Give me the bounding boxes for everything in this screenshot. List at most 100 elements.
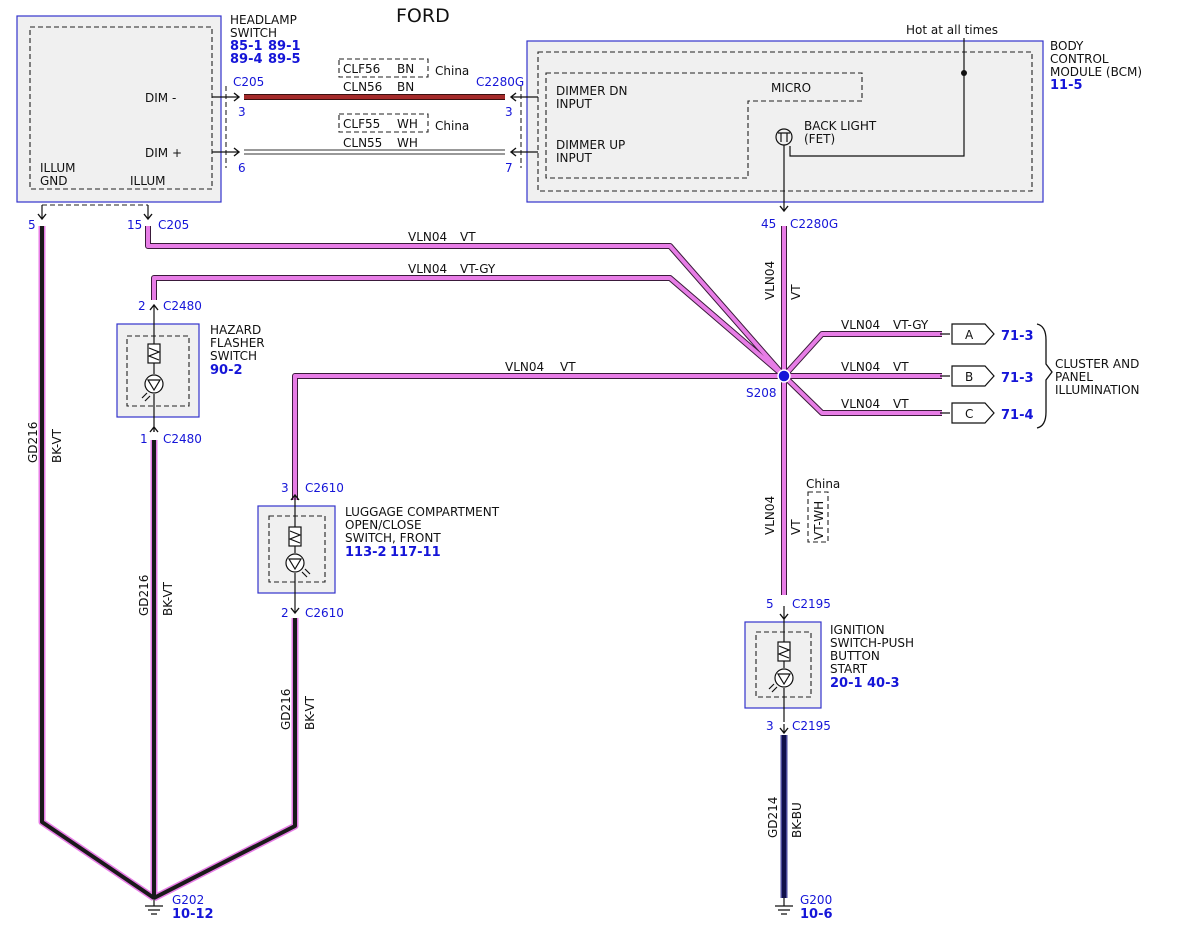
c2480-bottom: C2480 [163,432,202,446]
pin-6: 6 [238,161,246,175]
illum-gnd-label-1: ILLUM [40,161,75,175]
dimmer-up-2: INPUT [556,151,593,165]
bcm-color: VT [789,284,803,300]
pin-15: 15 [127,218,142,232]
pin-2-b: 2 [281,606,289,620]
cln55-label: CLN55 [343,136,382,150]
c2280g-bottom: C2280G [790,217,838,231]
bcm-title-2: CONTROL [1050,52,1109,66]
bcm-title-3: MODULE (BCM) [1050,65,1142,79]
bcm-title-1: BODY [1050,39,1084,53]
body-control-module: BODY CONTROL MODULE (BCM) 11-5 Hot at al… [526,23,1142,213]
illum-label: ILLUM [130,174,165,188]
ignition-switch: IGNITION SWITCH-PUSH BUTTON START 20-1 4… [744,606,914,735]
hazard-label-3: SWITCH [210,349,257,363]
bkvt-a: BK-VT [50,428,64,463]
ign-china: China [806,477,840,491]
pin-3-d: 3 [766,719,774,733]
dim-minus-label: DIM - [145,91,176,105]
illum-gnd-label-2: GND [40,174,68,188]
pin-3-b: 3 [505,105,513,119]
ign-circuit: VLN04 [763,496,777,535]
violet-harness [145,226,942,595]
connector-c-letter: C [965,407,973,421]
connector-c-icon [951,402,995,424]
backlight-label-2: (FET) [804,132,835,146]
cluster-label-3: ILLUMINATION [1055,383,1140,397]
connector-b-letter: B [965,370,973,384]
bcm-circuit: VLN04 [763,261,777,300]
top-circuit: VLN04 [408,230,447,244]
hazard-ref: 90-2 [210,363,243,378]
clf55-label: CLF55 [343,117,380,131]
hot-at-all-times: Hot at all times [906,23,998,37]
a-circuit: VLN04 [841,318,880,332]
connector-b-icon [951,365,995,387]
gy-color: VT-GY [460,262,496,276]
ign-color: VT [789,519,803,535]
headlamp-title-2: SWITCH [230,26,277,40]
luggage-ref-1: 113-2 [345,545,387,560]
pin-45: 45 [761,217,776,231]
b-color: VT [893,360,909,374]
a-color: VT-GY [893,318,929,332]
pin-3-c: 3 [281,481,289,495]
cluster-label-2: PANEL [1055,370,1093,384]
c2610-top: C2610 [305,481,344,495]
headlamp-switch: HEADLAMP SWITCH 85-1 89-1 89-4 89-5 DIM … [16,13,301,203]
bn-label-1: BN [397,62,414,76]
bcm-ref: 11-5 [1050,78,1083,93]
c2610-bottom: C2610 [305,606,344,620]
c2195-bottom: C2195 [792,719,831,733]
ground-wires [37,205,793,915]
gd216-a: GD216 [26,422,40,463]
headlamp-ref-3: 89-4 [230,52,263,67]
top-color: VT [460,230,476,244]
c205-bottom: C205 [158,218,189,232]
luggage-ref-2: 117-11 [390,545,441,560]
s208-splice-icon [777,369,791,383]
s208-label: S208 [746,386,777,400]
luggage-compartment-switch: LUGGAGE COMPARTMENT OPEN/CLOSE SWITCH, F… [257,493,500,615]
luggage-label-3: SWITCH, FRONT [345,531,441,545]
connector-b-ref: 71-3 [1001,371,1034,386]
gy-circuit: VLN04 [408,262,447,276]
c-circuit: VLN04 [841,397,880,411]
hazard-label-2: FLASHER [210,336,265,350]
bn-label-2: BN [397,80,414,94]
bkbu: BK-BU [790,802,804,838]
g202-ground-icon [145,898,163,915]
china-label-1: China [435,64,469,78]
headlamp-title-1: HEADLAMP [230,13,297,27]
page-title: FORD [396,5,450,27]
ign-china-color: VT-WH [812,501,826,540]
c2195-top: C2195 [792,597,831,611]
g200-ref: 10-6 [800,907,833,922]
cln56-label: CLN56 [343,80,382,94]
hazard-label-1: HAZARD [210,323,261,337]
gd214: GD214 [766,797,780,838]
pin-5-b: 5 [766,597,774,611]
bkvt-c: BK-VT [303,695,317,730]
hazard-flasher-switch: HAZARD FLASHER SWITCH 90-2 [116,303,265,433]
clf56-label: CLF56 [343,62,380,76]
micro-label: MICRO [771,81,811,95]
luggage-label-2: OPEN/CLOSE [345,518,422,532]
gd216-b: GD216 [137,575,151,616]
dimmer-dn-2: INPUT [556,97,593,111]
ignition-label-1: IGNITION [830,623,885,637]
c205-top: C205 [233,75,264,89]
b-circuit: VLN04 [841,360,880,374]
pin-2-a: 2 [138,299,146,313]
ignition-label-3: BUTTON [830,649,880,663]
pin-3-a: 3 [238,105,246,119]
china-label-2: China [435,119,469,133]
dimmer-dn-1: DIMMER DN [556,84,627,98]
connector-a-letter: A [965,328,974,342]
g202-label: G202 [172,893,204,907]
cluster-connectors: A B C 71-3 71-3 71-4 CLUSTER AND PANEL I… [940,323,1140,429]
pin-5: 5 [28,218,36,232]
headlamp-ref-1: 85-1 [230,39,263,54]
gd216-c: GD216 [279,689,293,730]
